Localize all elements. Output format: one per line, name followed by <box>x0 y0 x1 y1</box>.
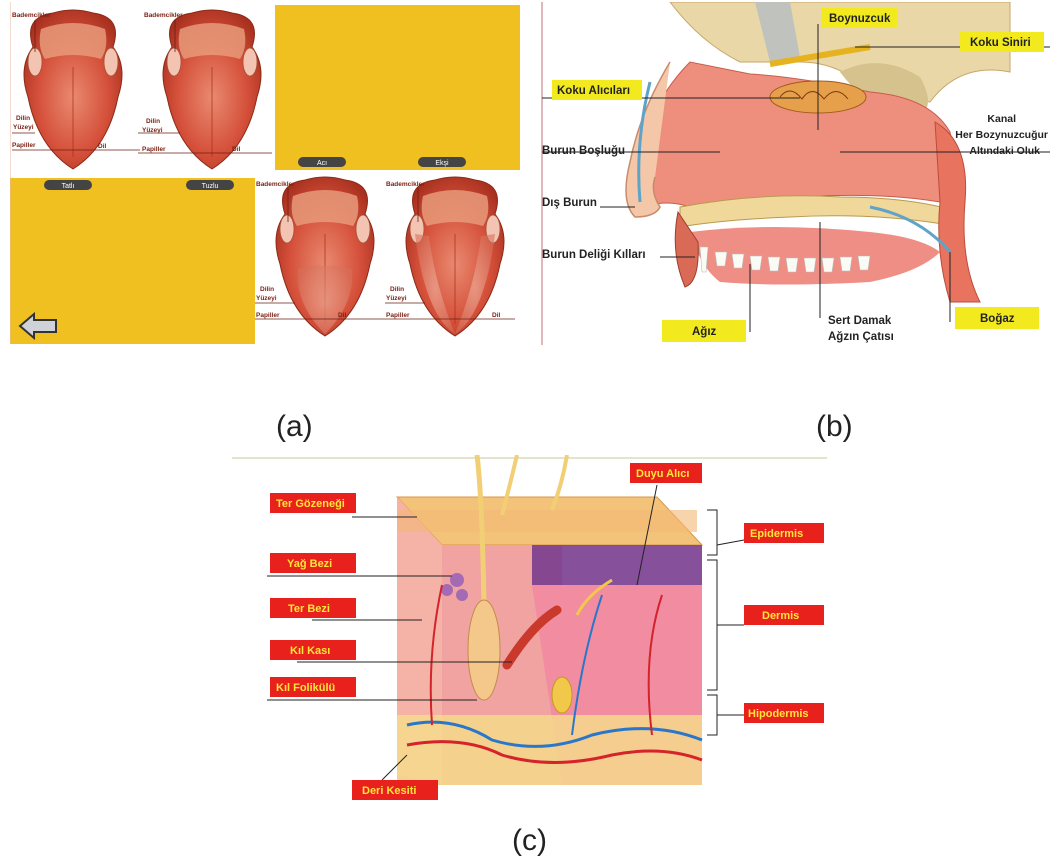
svg-text:Koku Alıcıları: Koku Alıcıları <box>557 85 630 97</box>
label-tongue: Dil <box>492 312 501 319</box>
taste-button-salty[interactable]: Tuzlu <box>186 180 234 190</box>
nose-panel: Boynuzcuk Koku Siniri Koku Alıcıları Ağı… <box>540 2 1050 345</box>
label-olfactory-nerve: Koku Siniri <box>960 32 1044 52</box>
label-channel: Kanal <box>987 113 1016 125</box>
svg-text:Ter Gözeneği: Ter Gözeneği <box>276 498 345 510</box>
label-channel: Altındaki Oluk <box>969 145 1040 157</box>
label-surface: Dilin <box>260 286 274 293</box>
label-sense-receptor: Duyu Alıcı <box>630 463 702 483</box>
svg-text:Ağız: Ağız <box>692 326 717 338</box>
tongue-illustration <box>163 10 261 169</box>
label-hard-palate: Sert Damak <box>828 315 892 327</box>
label-external-nose: Dış Burun <box>542 197 597 209</box>
tongue-panel: Bademcikler Dilin Yüzeyi Papiller Dil Ba… <box>10 2 522 345</box>
taste-button-sour[interactable]: Ekşi <box>418 157 466 167</box>
label-nostril-hairs: Burun Deliği Kılları <box>542 249 646 261</box>
svg-text:Epidermis: Epidermis <box>750 528 803 540</box>
label-surface: Dilin <box>390 286 404 293</box>
label-hard-palate: Ağzın Çatısı <box>828 331 894 343</box>
svg-text:Deri Kesiti: Deri Kesiti <box>362 785 416 797</box>
label-dermis: Dermis <box>744 605 824 625</box>
svg-text:Koku Siniri: Koku Siniri <box>970 37 1031 49</box>
label-horn: Boynuzcuk <box>822 8 897 28</box>
svg-text:Yağ Bezi: Yağ Bezi <box>287 558 332 570</box>
label-epidermis: Epidermis <box>744 523 824 543</box>
taste-button-bitter[interactable]: Acı <box>298 157 346 167</box>
label-surface: Yüzeyi <box>13 124 34 131</box>
label-tonsils: Bademcikler <box>12 12 51 19</box>
label-sweat-pore: Ter Gözeneği <box>270 493 356 513</box>
svg-text:Acı: Acı <box>317 160 327 167</box>
label-papillae: Papiller <box>12 142 36 149</box>
label-oil-gland: Yağ Bezi <box>270 553 356 573</box>
sense-receptor-shape <box>552 677 572 713</box>
svg-text:Tuzlu: Tuzlu <box>202 183 219 190</box>
label-tongue: Dil <box>98 143 107 150</box>
label-tonsils: Bademcikler <box>144 12 183 19</box>
skin-panel: Ter Gözeneği Yağ Bezi Ter Bezi Kıl Kası … <box>232 455 832 805</box>
taste-panel-top-right <box>275 5 520 170</box>
label-hypodermis: Hipodermis <box>744 703 824 723</box>
label-nasal-cavity: Burun Boşluğu <box>542 145 625 157</box>
svg-text:Ter Bezi: Ter Bezi <box>288 603 330 615</box>
svg-text:Kıl Folikülü: Kıl Folikülü <box>276 682 335 694</box>
label-channel: Her Bozynuzcuğur <box>955 129 1048 141</box>
svg-text:Boğaz: Boğaz <box>980 313 1015 325</box>
tongue-illustration <box>24 10 122 169</box>
label-papillae: Papiller <box>142 146 166 153</box>
label-tonsils: Bademcikler <box>256 181 295 188</box>
taste-button-sweet[interactable]: Tatlı <box>44 180 92 190</box>
svg-text:Dermis: Dermis <box>762 610 799 622</box>
label-hair-muscle: Kıl Kası <box>270 640 356 660</box>
svg-text:Ekşi: Ekşi <box>435 160 449 167</box>
label-surface: Dilin <box>16 115 30 122</box>
svg-text:Kıl Kası: Kıl Kası <box>290 645 330 657</box>
label-sweat-gland: Ter Bezi <box>270 598 356 618</box>
label-throat: Boğaz <box>955 307 1039 329</box>
tongue-illustration <box>406 177 504 336</box>
tongue-illustration <box>276 177 374 336</box>
label-papillae: Papiller <box>256 312 280 319</box>
label-surface: Dilin <box>146 118 160 125</box>
svg-text:Hipodermis: Hipodermis <box>748 708 809 720</box>
svg-text:Boynuzcuk: Boynuzcuk <box>829 13 891 25</box>
caption-b: (b) <box>816 410 853 444</box>
label-olfactory-receptors: Koku Alıcıları <box>552 80 642 100</box>
label-skin-section: Deri Kesiti <box>352 780 438 800</box>
label-papillae: Papiller <box>386 312 410 319</box>
label-surface: Yüzeyi <box>142 127 163 134</box>
label-surface: Yüzeyi <box>256 295 277 302</box>
hair-follicle-shape <box>468 600 500 700</box>
svg-text:Tatlı: Tatlı <box>62 183 75 190</box>
svg-text:Duyu Alıcı: Duyu Alıcı <box>636 468 689 480</box>
label-hair-follicle: Kıl Folikülü <box>270 677 356 697</box>
label-tongue: Dil <box>232 146 241 153</box>
label-mouth: Ağız <box>662 320 746 342</box>
caption-a: (a) <box>276 410 313 444</box>
label-surface: Yüzeyi <box>386 295 407 302</box>
label-tonsils: Bademcikler <box>386 181 425 188</box>
caption-c: (c) <box>512 824 547 858</box>
label-tongue: Dil <box>338 312 347 319</box>
